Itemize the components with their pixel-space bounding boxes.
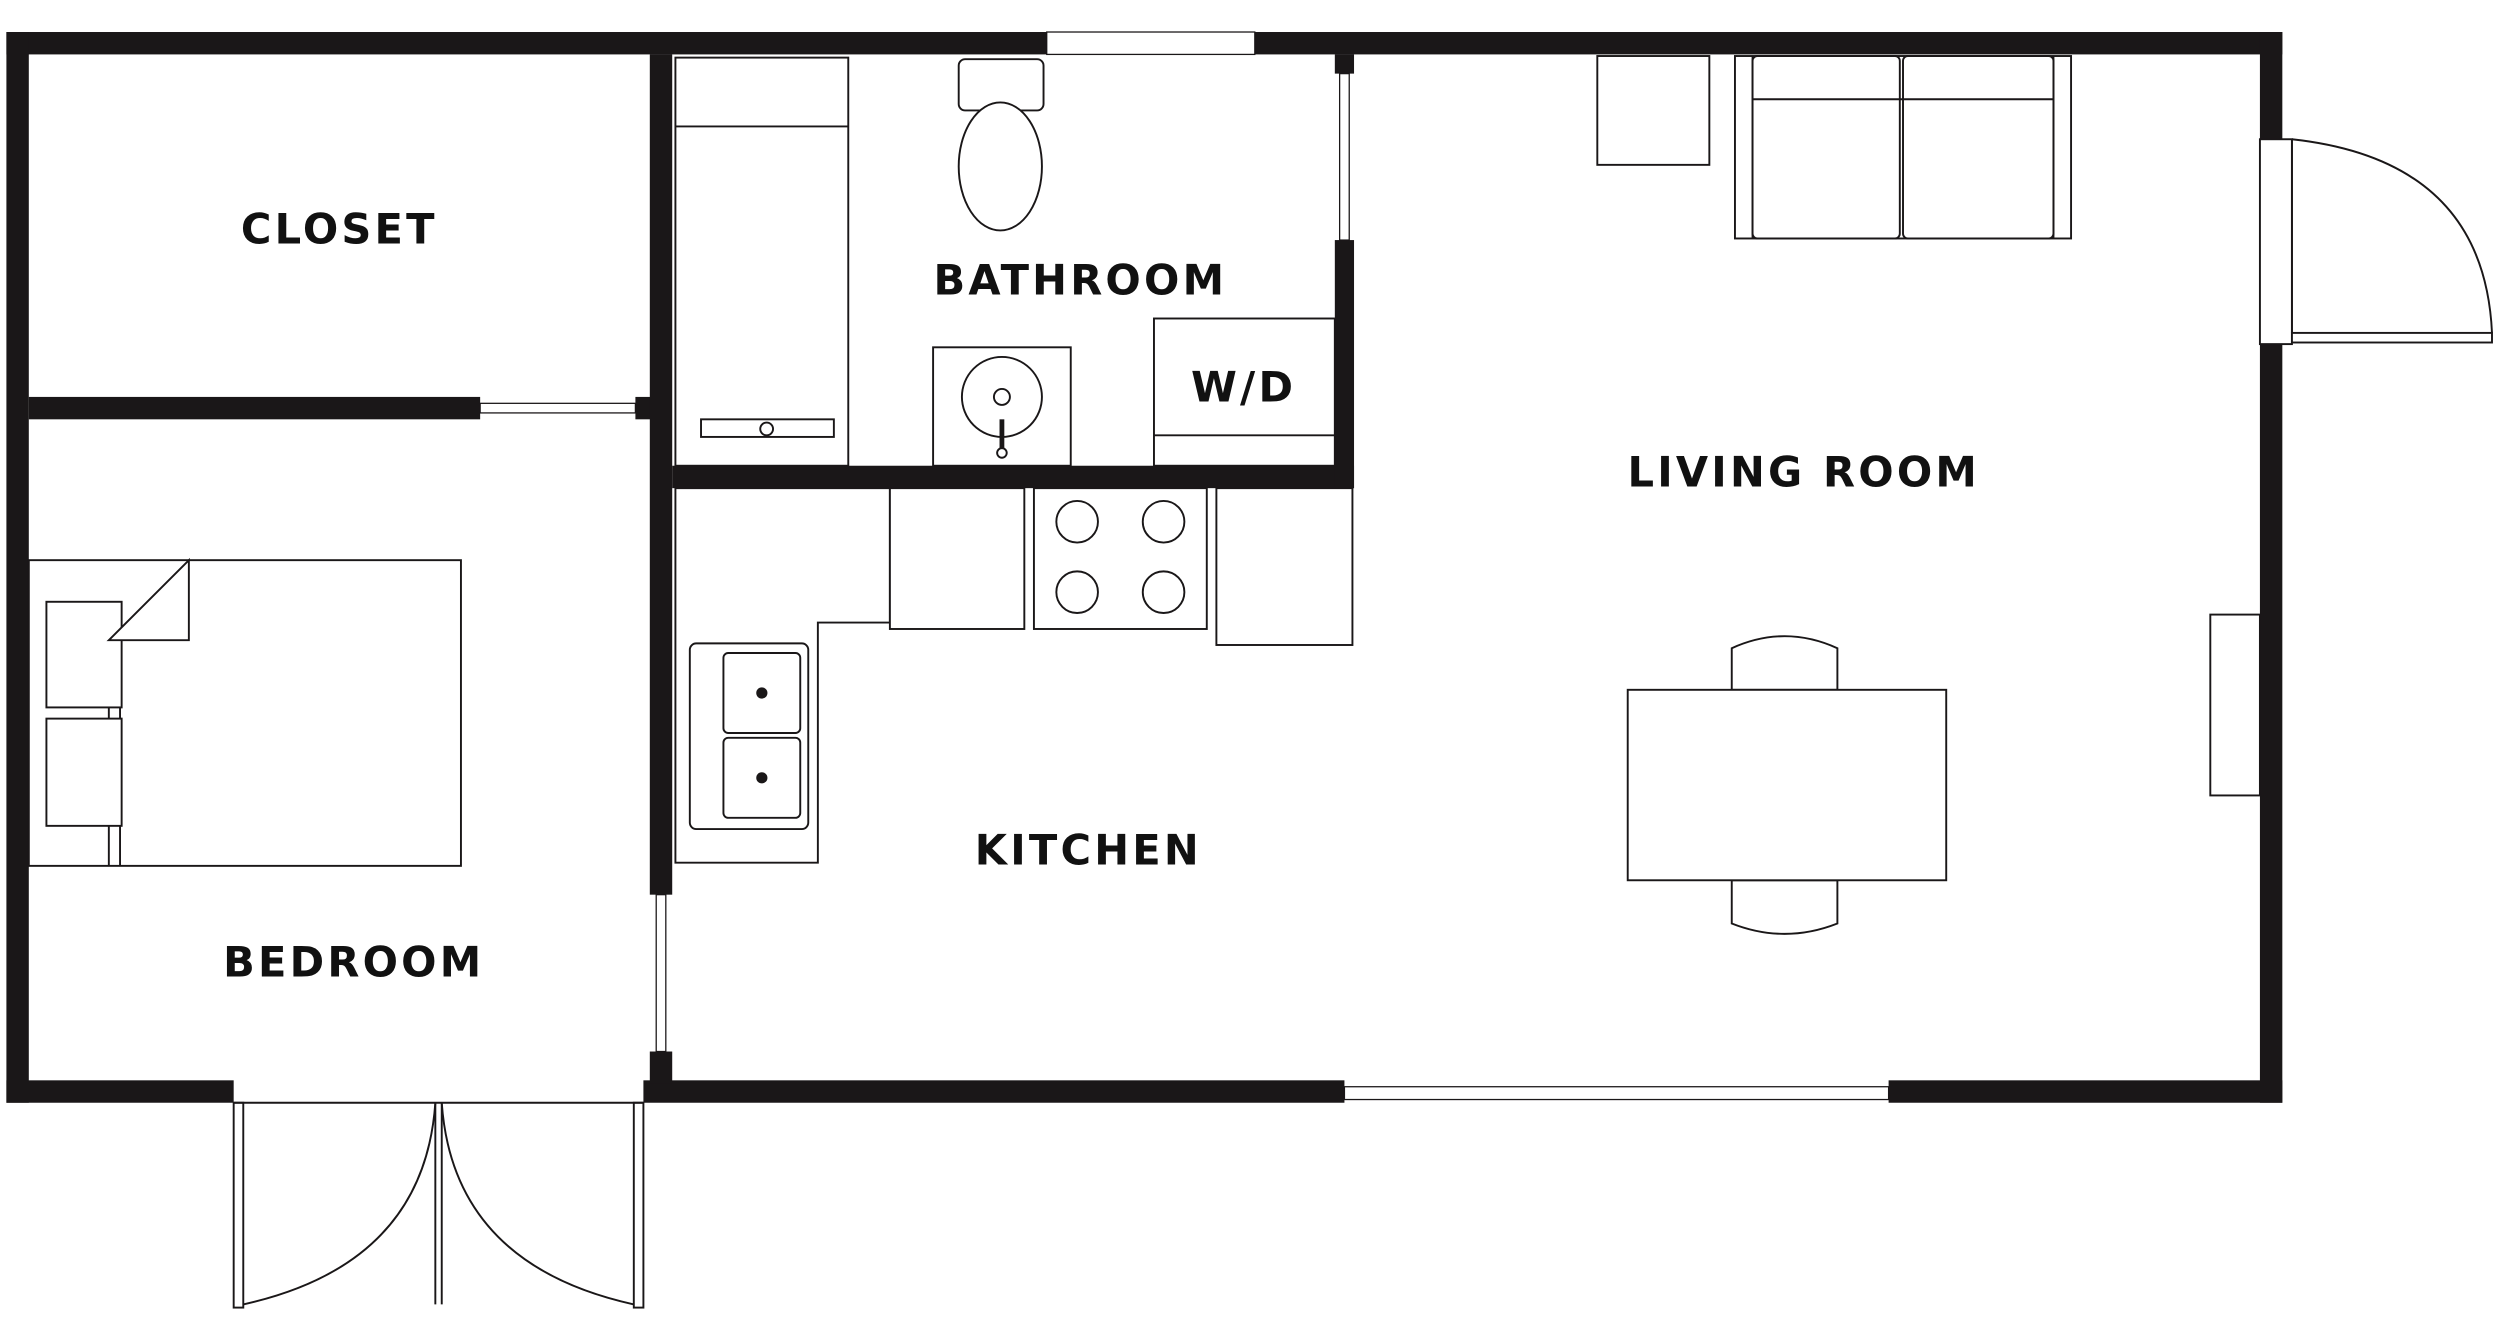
tv-console	[2209, 613, 2261, 797]
room-label-kitchen: KITCHEN	[975, 825, 1202, 874]
bedroom-double-door[interactable]	[232, 1101, 645, 1309]
toilet	[957, 58, 1045, 232]
dining-table	[1626, 635, 1948, 935]
washer-dryer	[1153, 317, 1336, 467]
end-table	[1596, 55, 1711, 166]
room-label-living-room: LIVING ROOM	[1628, 448, 1981, 497]
room-label-bathroom: BATHROOM	[933, 255, 1227, 304]
entry-door[interactable]	[2258, 138, 2493, 346]
kitchen-sink	[688, 642, 810, 831]
room-label-closet: CLOSET	[241, 204, 438, 253]
windows	[479, 31, 1890, 1101]
bed	[27, 557, 462, 867]
walls	[6, 32, 2283, 1103]
sofa	[1733, 55, 2073, 240]
bathtub	[674, 56, 850, 467]
room-label-bedroom: BEDROOM	[223, 937, 484, 986]
bathroom-sink	[932, 346, 1072, 467]
room-label-washer-dryer: W/D	[1191, 363, 1296, 412]
stove	[1032, 487, 1208, 630]
